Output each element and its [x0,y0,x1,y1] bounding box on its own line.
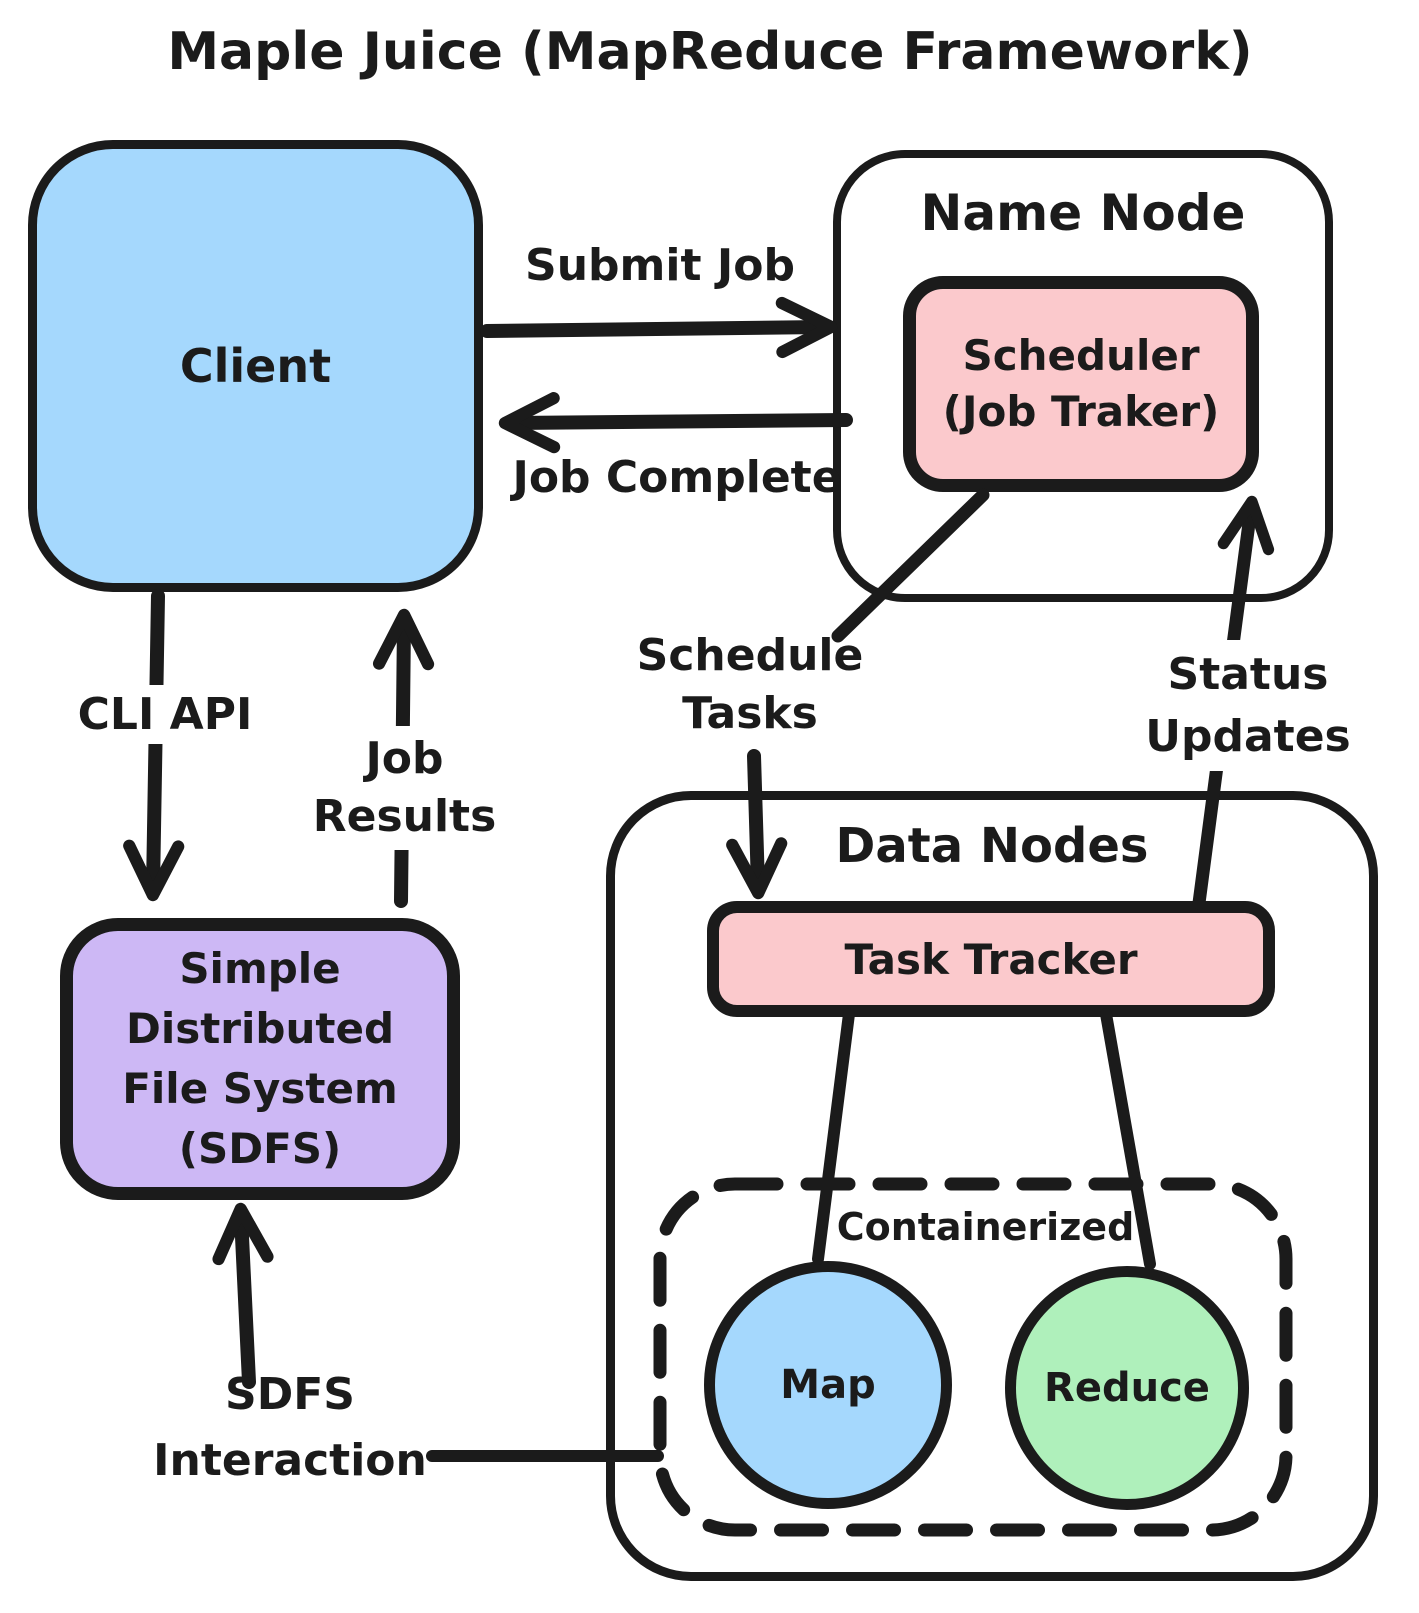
sdfs-node: Simple Distributed File System (SDFS) [60,918,460,1200]
reduce-label: Reduce [1044,1365,1210,1411]
schedule-tasks-label: Schedule Tasks [625,627,875,743]
cli-api-label: CLI API [45,685,285,744]
job-complete-label: Job Complete [512,452,842,503]
task-tracker-node: Task Tracker [707,901,1275,1017]
client-node: Client [28,140,483,592]
scheduler-label-line1: Scheduler [962,331,1200,381]
reduce-circle: Reduce [1005,1266,1249,1510]
scheduler-node: Scheduler (Job Traker) [903,276,1259,492]
diagram-title: Maple Juice (MapReduce Framework) [167,22,1253,82]
sdfs-label-line3: File System [122,1064,398,1113]
sdfs-label-line4: (SDFS) [178,1124,342,1174]
map-circle: Map [704,1261,952,1509]
task-tracker-label: Task Tracker [844,934,1138,984]
sdfs-label-line1: Simple [179,943,341,993]
sdfs-label-line2: Distributed [125,1003,395,1053]
sdfs-interaction-label-line2: Interaction [153,1435,427,1486]
name-node-label: Name Node [920,184,1246,242]
scheduler-label-line2: (Job Traker) [942,387,1220,436]
status-updates-label-line1: Status [1167,649,1329,700]
job-results-label: Job Results [302,726,507,851]
containerized-label: Containerized [836,1205,1135,1249]
map-label: Map [780,1362,876,1408]
status-updates-label: Status Updates [1118,640,1378,772]
job-results-label-line2: Results [312,791,497,843]
sdfs-interaction-label-line1: SDFS [225,1369,355,1420]
schedule-tasks-label-line1: Schedule [636,630,864,681]
job-complete-arrow [498,392,853,454]
sdfs-interaction-arrow [212,1202,274,1389]
schedule-tasks-label-line2: Tasks [682,688,818,740]
sdfs-interaction-label: SDFS Interaction [150,1362,430,1494]
data-nodes-label: Data Nodes [835,818,1149,874]
client-label: Client [179,339,332,393]
job-results-label-line1: Job [365,733,444,784]
status-updates-label-line2: Updates [1145,710,1351,762]
submit-job-label: Submit Job [525,240,795,291]
submit-job-arrow [480,296,838,359]
